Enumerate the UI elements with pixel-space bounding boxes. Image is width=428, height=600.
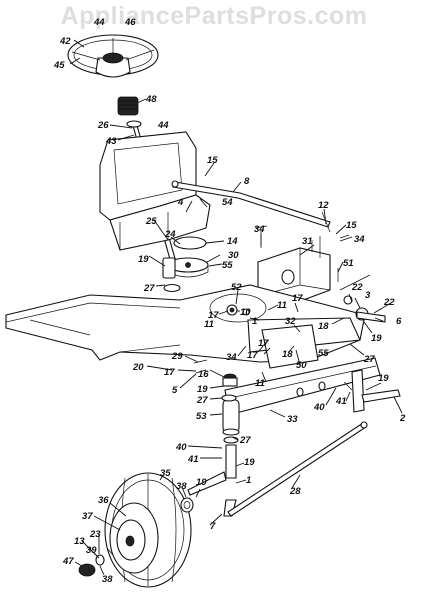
callout-1: 1 (246, 475, 251, 486)
callout-31: 31 (302, 236, 313, 247)
watermark-logo: AppliancePartsPros.com (60, 2, 368, 30)
callout-38: 38 (102, 574, 113, 585)
callout-16: 16 (198, 369, 209, 380)
callout-23: 23 (89, 529, 101, 540)
callout-54: 54 (222, 197, 233, 208)
callout-6: 6 (396, 316, 402, 327)
wheel-bearing[interactable] (180, 497, 194, 513)
callout-53: 53 (196, 411, 207, 422)
callout-36: 36 (98, 495, 109, 506)
callout-20: 20 (132, 362, 144, 373)
callout-25: 25 (145, 216, 157, 227)
callout-22: 22 (383, 297, 395, 308)
callout-27: 27 (239, 435, 251, 446)
dash-panel[interactable] (99, 131, 211, 251)
callout-38: 38 (176, 481, 187, 492)
callout-17: 17 (247, 350, 258, 361)
callout-41: 41 (187, 454, 199, 465)
front-wheel[interactable] (104, 472, 192, 588)
part-callouts: 44 46 42 45 48 26 44 43 15 8 4 54 25 24 … (53, 17, 406, 585)
leader-lines (69, 39, 403, 576)
callout-19: 19 (244, 457, 255, 468)
callout-28: 28 (289, 486, 301, 497)
callout-17: 17 (258, 338, 269, 349)
callout-55: 55 (222, 260, 233, 271)
tie-rod[interactable] (227, 421, 368, 517)
callout-15: 15 (346, 220, 357, 231)
callout-18: 18 (318, 321, 329, 332)
callout-50: 50 (296, 360, 307, 371)
callout-37: 37 (82, 511, 93, 522)
callout-45: 45 (53, 60, 65, 71)
callout-48: 48 (145, 94, 157, 105)
callout-42: 42 (59, 36, 71, 47)
callout-52: 52 (231, 282, 242, 293)
callout-43: 43 (105, 136, 117, 147)
callout-47: 47 (62, 556, 74, 567)
steering-pinion[interactable] (162, 257, 181, 293)
callout-24: 24 (164, 229, 176, 240)
callout-39: 39 (86, 545, 97, 556)
callout-51: 51 (343, 258, 354, 269)
callout-55: 55 (318, 348, 329, 359)
callout-19: 19 (371, 333, 382, 344)
callout-17: 17 (208, 310, 219, 321)
callout-15: 15 (207, 155, 218, 166)
callout-5: 5 (172, 385, 178, 396)
callout-17: 17 (164, 367, 175, 378)
callout-30: 30 (228, 250, 239, 261)
bushing-lower[interactable] (221, 394, 237, 402)
callout-32: 32 (285, 316, 296, 327)
spindle-right[interactable] (343, 369, 401, 413)
steering-gear[interactable] (167, 236, 209, 278)
callout-33: 33 (287, 414, 298, 425)
callout-40: 40 (175, 442, 187, 453)
callout-44: 44 (93, 17, 105, 28)
callout-19: 19 (197, 384, 208, 395)
callout-26: 26 (97, 120, 109, 131)
callout-10: 10 (240, 307, 251, 318)
steering-wheel[interactable] (67, 34, 159, 78)
callout-27: 27 (363, 354, 375, 365)
callout-27: 27 (196, 395, 208, 406)
callout-19: 19 (196, 477, 207, 488)
callout-19: 19 (378, 373, 389, 384)
callout-3: 3 (365, 290, 371, 301)
callout-11: 11 (255, 378, 265, 389)
callout-34: 34 (254, 224, 265, 235)
callout-29: 29 (171, 351, 183, 362)
callout-34: 34 (354, 234, 365, 245)
callout-35: 35 (160, 468, 171, 479)
callout-14: 14 (227, 236, 238, 247)
callout-17: 17 (292, 293, 303, 304)
callout-13: 13 (74, 536, 85, 547)
callout-2: 2 (399, 413, 406, 424)
callout-12: 12 (318, 200, 329, 211)
callout-46: 46 (124, 17, 136, 28)
steering-adapter[interactable] (117, 96, 139, 116)
center-pivot[interactable] (226, 304, 250, 316)
callout-19: 19 (138, 254, 149, 265)
callout-1: 1 (252, 316, 257, 327)
callout-40: 40 (313, 402, 325, 413)
callout-7: 7 (210, 521, 216, 532)
callout-22: 22 (351, 282, 363, 293)
callout-4: 4 (177, 197, 184, 208)
callout-41: 41 (335, 396, 347, 407)
callout-11: 11 (204, 319, 214, 330)
callout-8: 8 (244, 176, 250, 187)
callout-27: 27 (143, 283, 155, 294)
callout-11: 11 (277, 300, 287, 311)
callout-18: 18 (282, 349, 293, 360)
callout-44: 44 (157, 120, 169, 131)
bushing-upper[interactable] (222, 373, 238, 387)
callout-34: 34 (226, 352, 237, 363)
